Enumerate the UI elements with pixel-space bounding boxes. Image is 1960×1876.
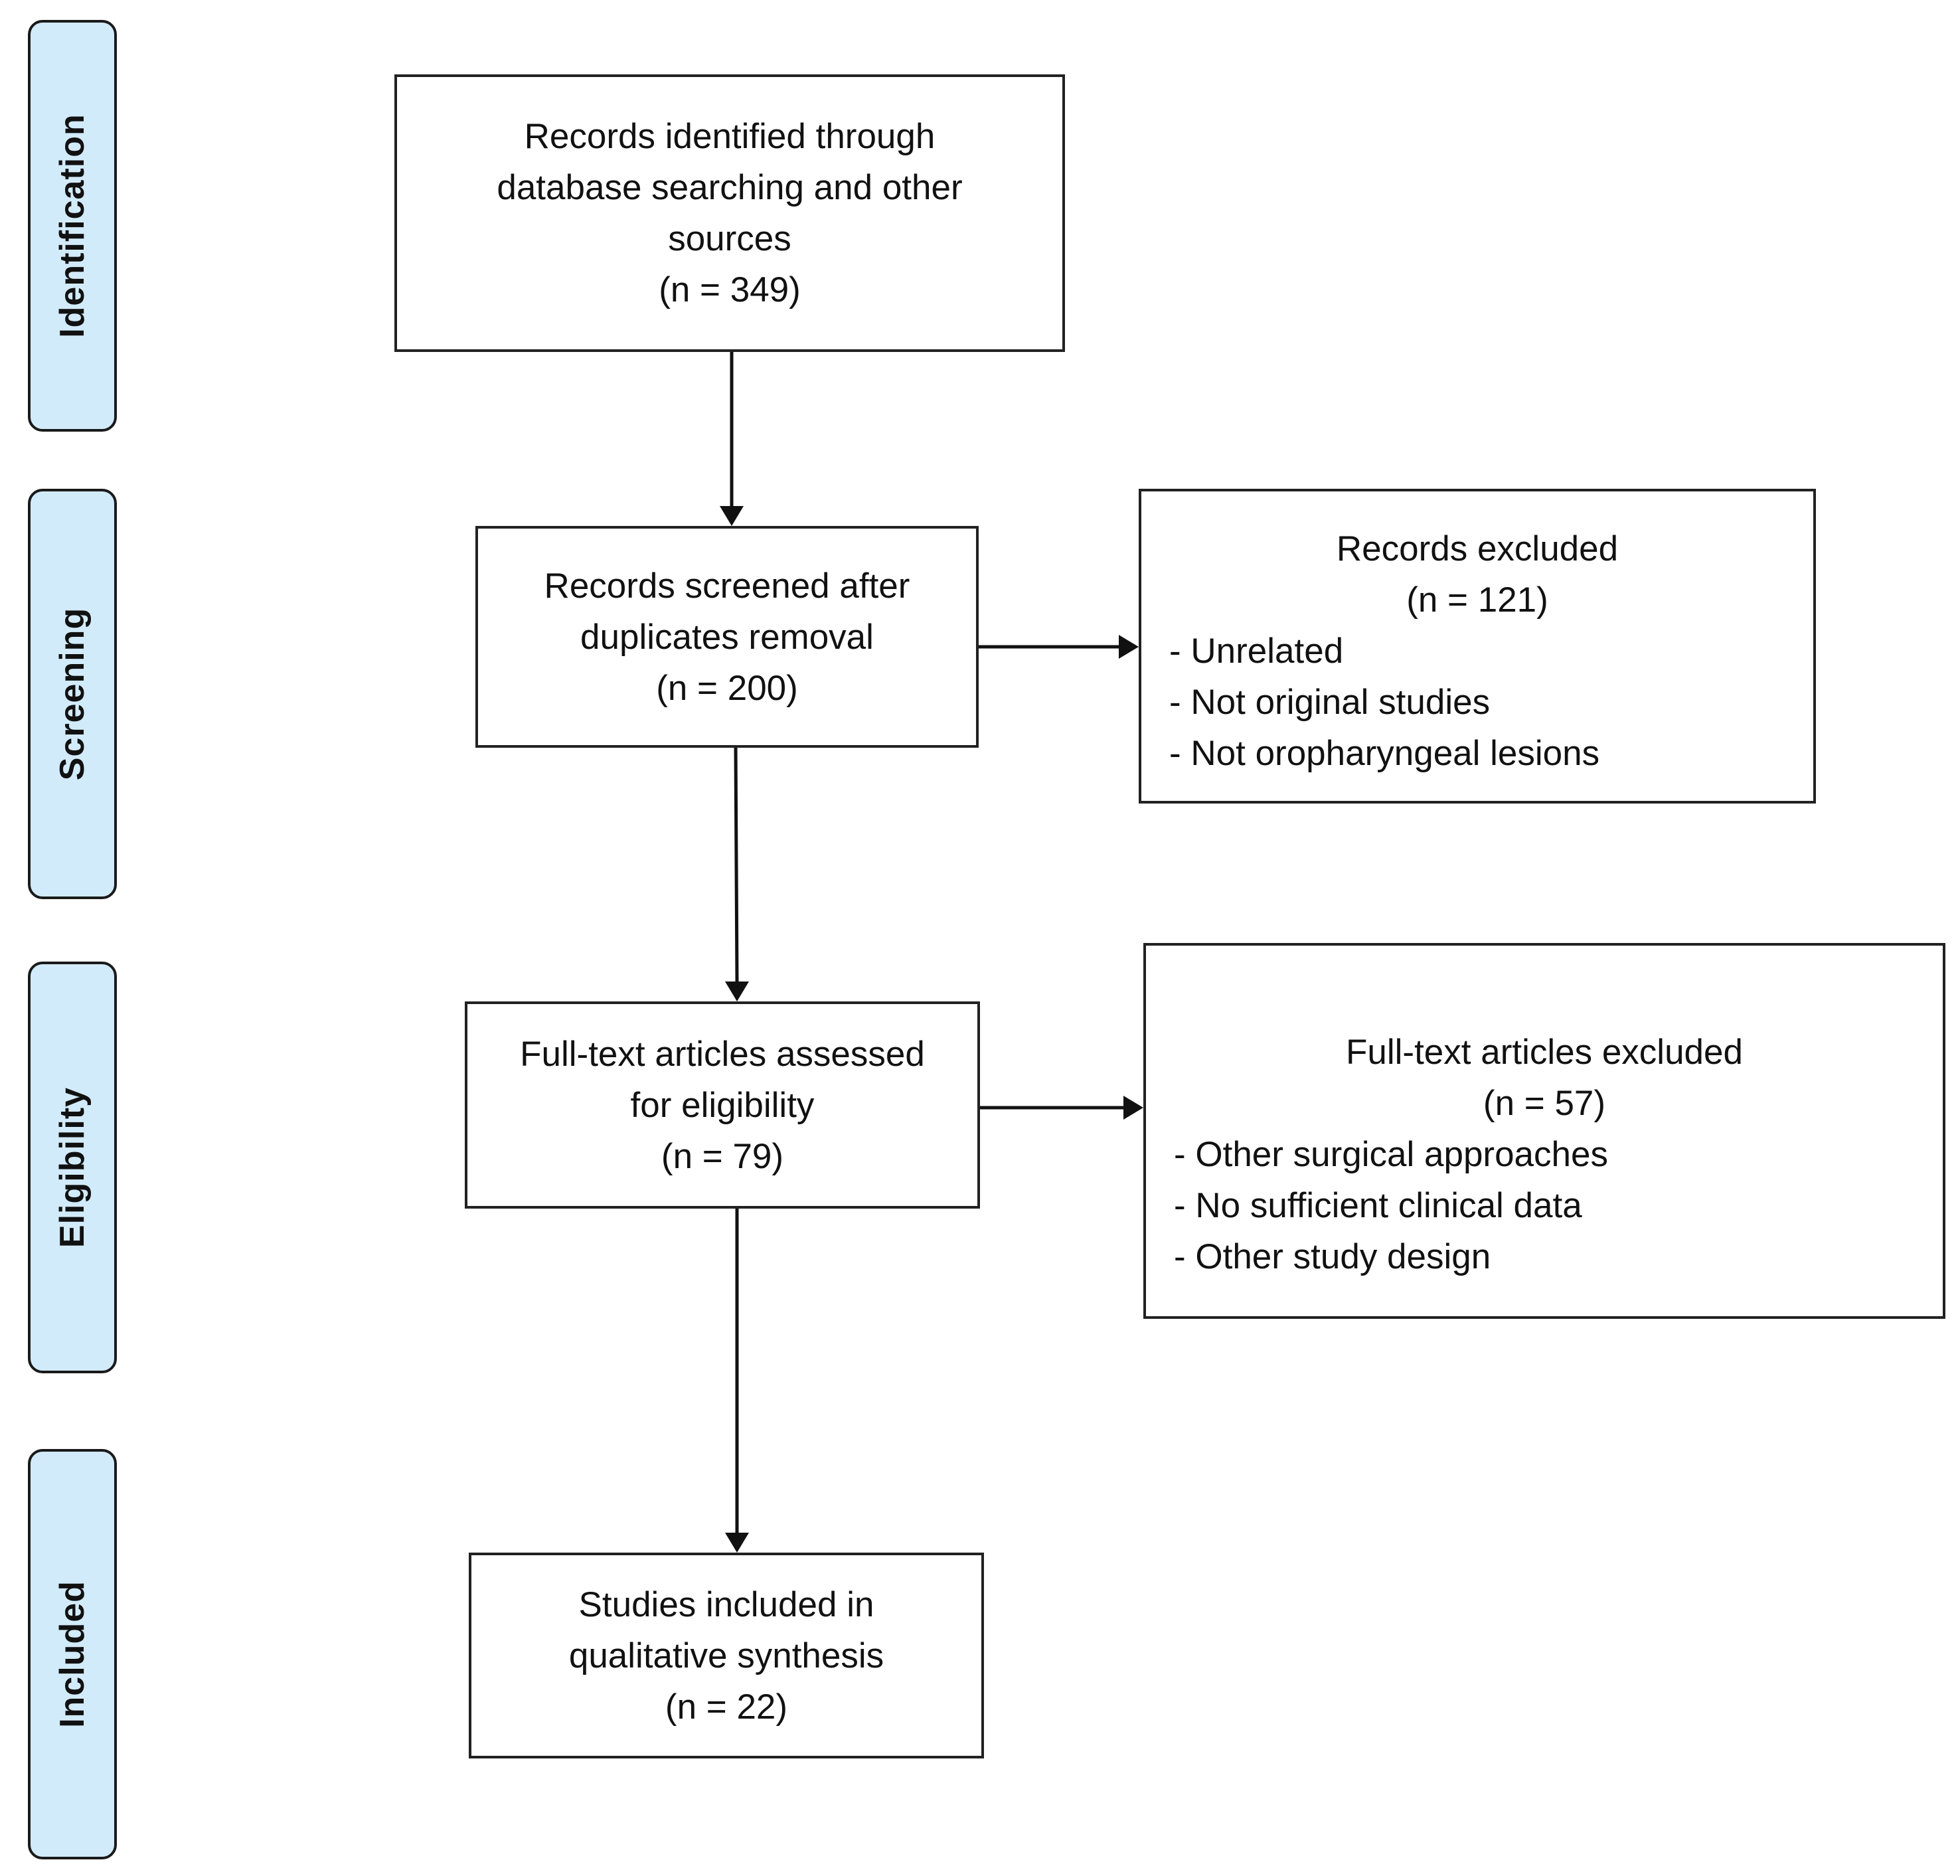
records-excluded-reason: - Not oropharyngeal lesions bbox=[1169, 734, 1600, 773]
records-screened-line-1: Records screened after bbox=[544, 566, 910, 606]
fulltext-excluded-reason: - No sufficient clinical data bbox=[1174, 1186, 1582, 1225]
records-screened-line-2: duplicates removal bbox=[580, 617, 874, 657]
records-excluded-reason: - Not original studies bbox=[1169, 683, 1491, 722]
fulltext-assessed-count: (n = 79) bbox=[661, 1136, 784, 1176]
records-screened-count: (n = 200) bbox=[656, 668, 798, 708]
arrow-fulltext-to-included bbox=[725, 1209, 749, 1553]
box-fulltext-assessed: Full-text articles assessed for eligibil… bbox=[465, 1001, 980, 1209]
arrow-screened-to-fulltext bbox=[725, 746, 749, 1001]
fulltext-excluded-title: Full-text articles excluded bbox=[1346, 1033, 1743, 1072]
fulltext-assessed-line-2: for eligibility bbox=[630, 1085, 815, 1125]
arrow-fulltext-to-excluded bbox=[977, 1096, 1143, 1120]
box-studies-included: Studies included in qualitative synthesi… bbox=[469, 1553, 984, 1758]
stage-screening: Screening bbox=[28, 489, 117, 899]
records-excluded-count: (n = 121) bbox=[1406, 580, 1548, 620]
fulltext-excluded-reason: - Other study design bbox=[1174, 1237, 1491, 1276]
box-records-excluded: Records excluded (n = 121) - Unrelated -… bbox=[1139, 489, 1816, 804]
fulltext-excluded-count: (n = 57) bbox=[1483, 1084, 1606, 1123]
studies-included-line-2: qualitative synthesis bbox=[568, 1636, 884, 1675]
studies-included-count: (n = 22) bbox=[665, 1687, 788, 1727]
box-records-screened: Records screened after duplicates remova… bbox=[475, 526, 979, 748]
arrow-screened-to-excluded bbox=[976, 635, 1139, 659]
records-excluded-title: Records excluded bbox=[1336, 529, 1619, 568]
box-fulltext-excluded: Full-text articles excluded (n = 57) - O… bbox=[1143, 943, 1945, 1319]
records-identified-count: (n = 349) bbox=[659, 270, 801, 309]
fulltext-assessed-line-1: Full-text articles assessed bbox=[520, 1034, 925, 1074]
studies-included-line-1: Studies included in bbox=[578, 1584, 874, 1624]
records-excluded-reason: - Unrelated bbox=[1169, 632, 1344, 671]
box-records-identified: Records identified through database sear… bbox=[394, 74, 1065, 352]
stage-included: Included bbox=[28, 1449, 117, 1859]
stage-identification: Identification bbox=[28, 20, 117, 432]
records-identified-line-1: Records identified through bbox=[524, 117, 936, 156]
stage-eligibility: Eligibility bbox=[28, 962, 117, 1373]
arrow-identified-to-screened bbox=[720, 352, 744, 526]
fulltext-excluded-reason: - Other surgical approaches bbox=[1174, 1135, 1608, 1174]
records-identified-line-2: database searching and other bbox=[497, 168, 963, 207]
records-identified-line-3: sources bbox=[668, 219, 791, 258]
